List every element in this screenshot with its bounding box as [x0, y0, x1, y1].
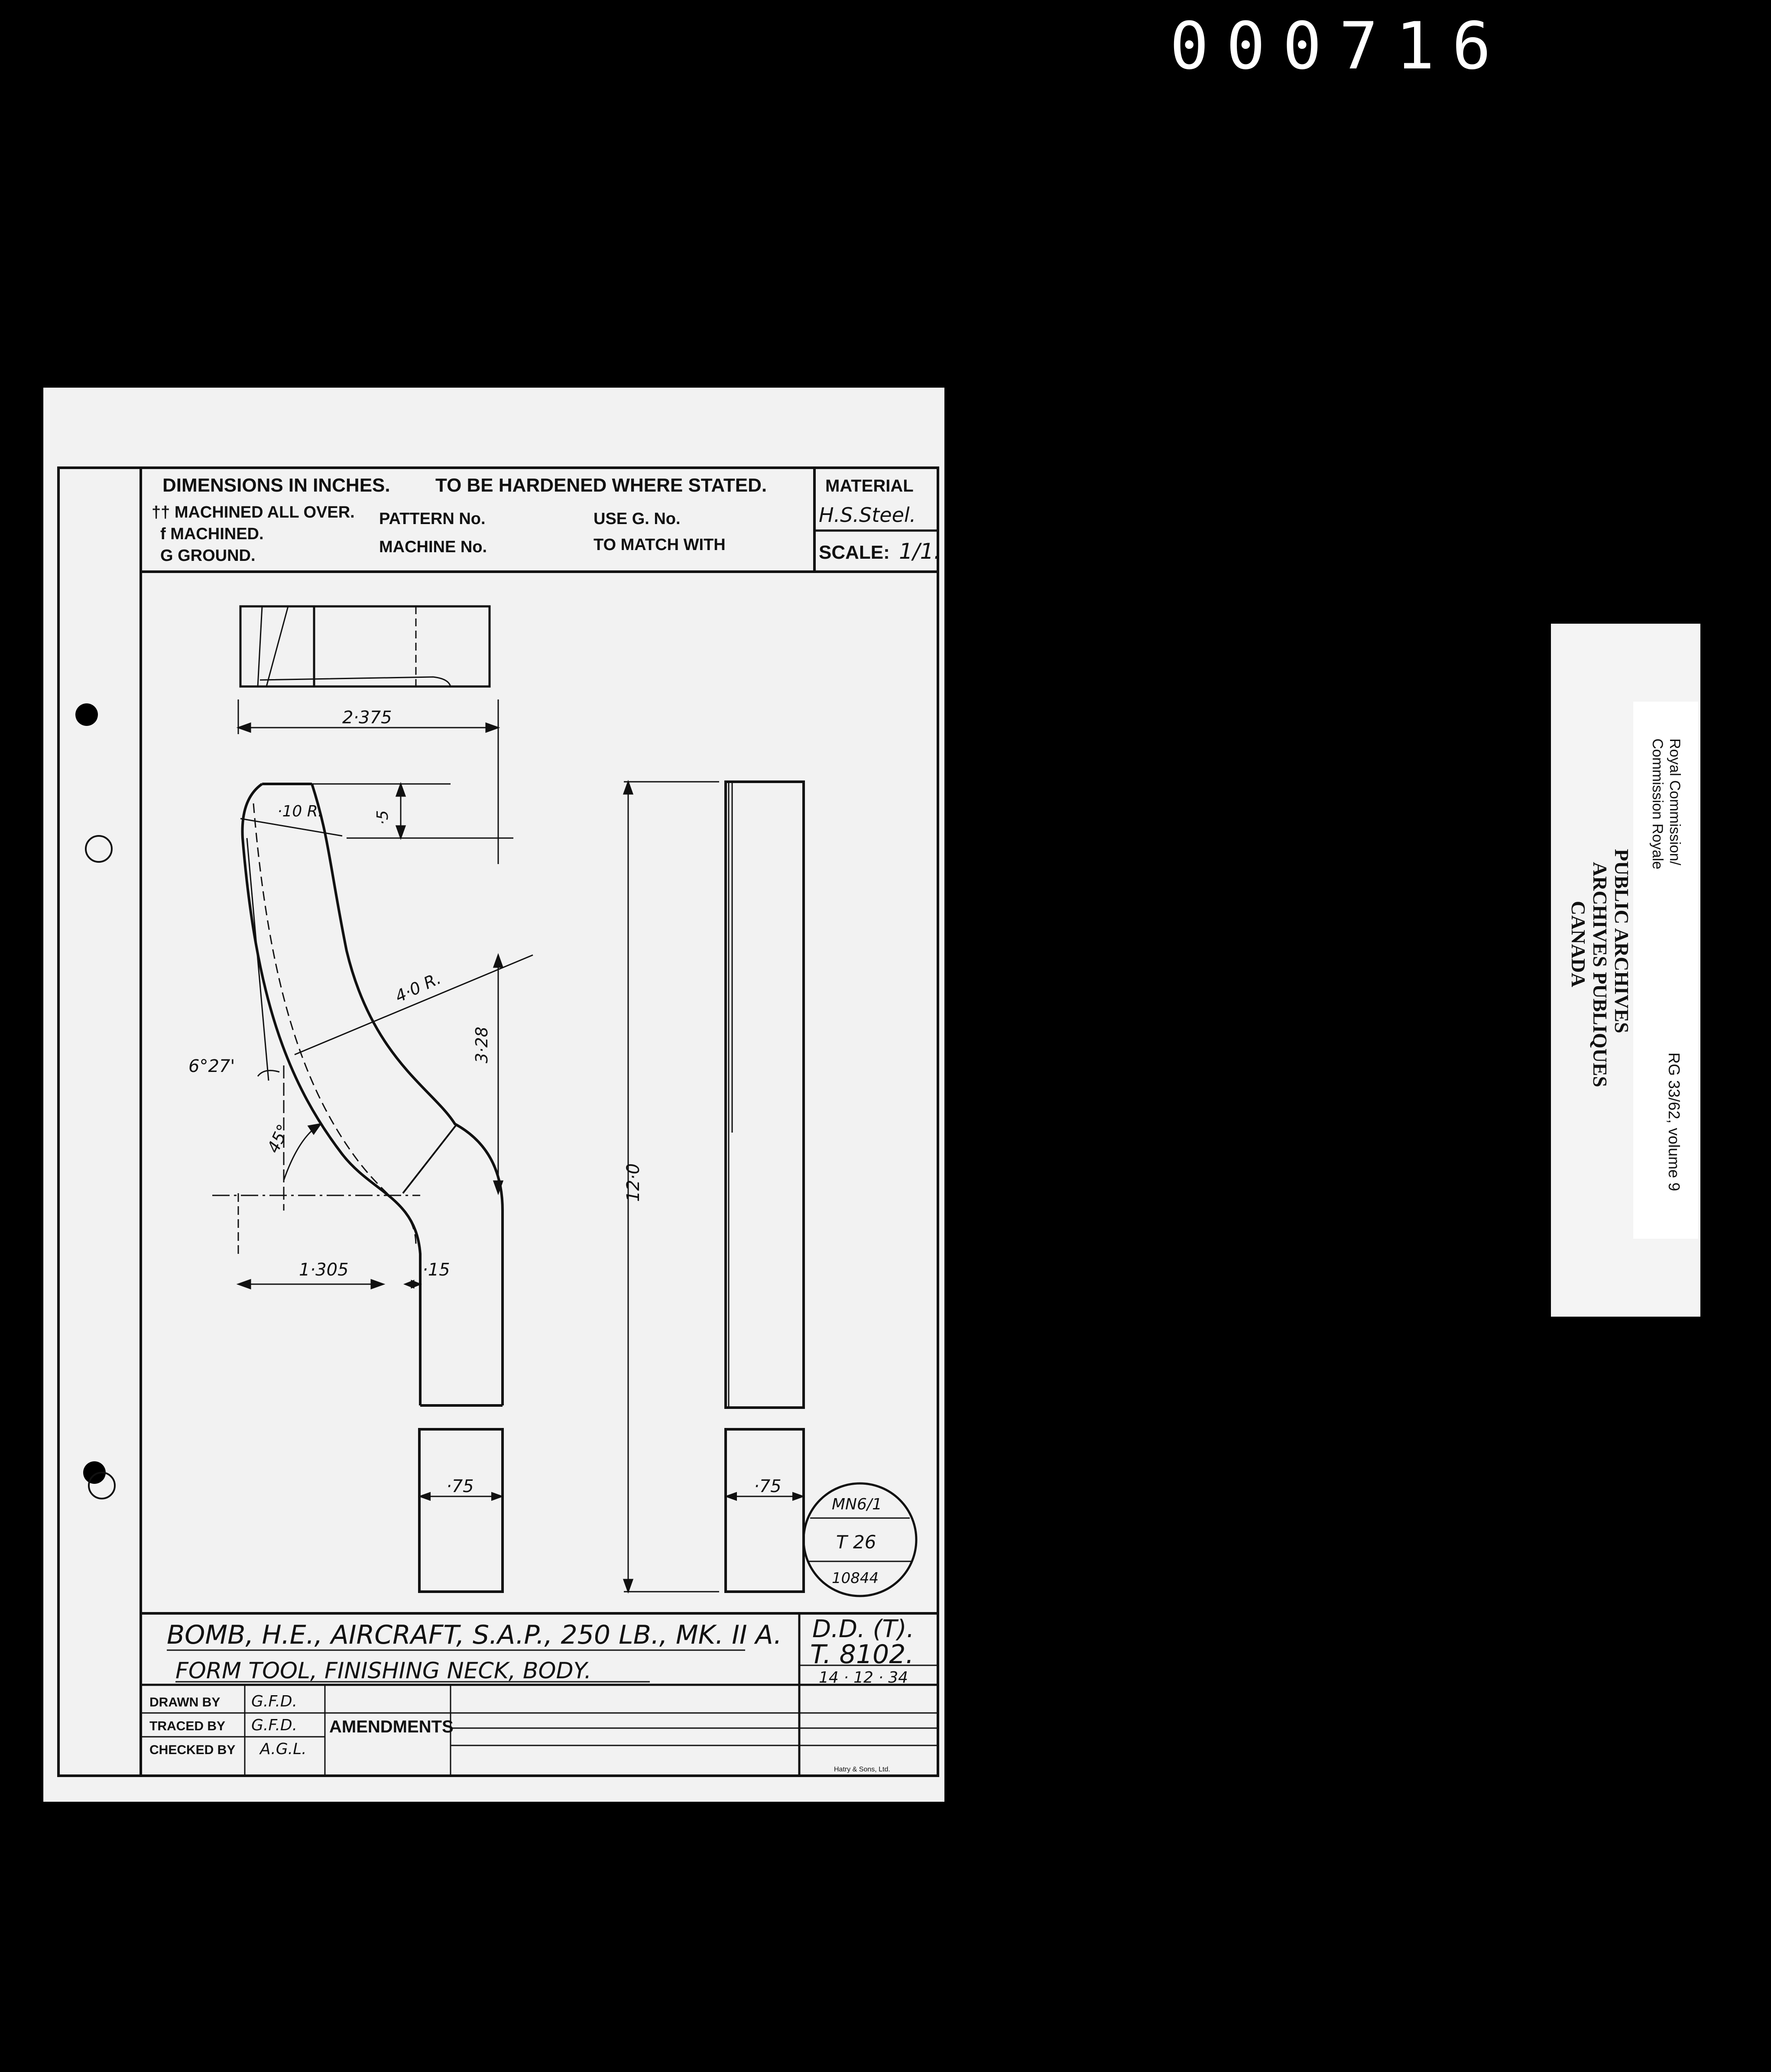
side-view: [724, 780, 805, 1593]
dim-328: [493, 953, 504, 1195]
frame-number: 000716: [1170, 9, 1508, 84]
checked-by-label: CHECKED BY: [149, 1743, 235, 1757]
top-view: [239, 605, 491, 688]
engineering-drawing: DIMENSIONS IN INCHES. TO BE HARDENED WHE…: [57, 466, 941, 1777]
scale-value: 1/1.: [899, 539, 941, 564]
to-match-with-label: TO MATCH WITH: [594, 536, 726, 554]
machined-note: f MACHINED.: [160, 525, 264, 543]
archives-publiques: ARCHIVES PUBLIQUES: [1589, 862, 1611, 1088]
dim-offset-left: 1·305: [299, 1260, 349, 1280]
stamp-line-3: 10844: [832, 1570, 879, 1587]
dim-1305: [236, 1193, 422, 1290]
archive-label-inner: [1633, 702, 1698, 1239]
dim-height-top: ·5: [374, 810, 392, 825]
printer-imprint: Hatry & Sons, Ltd.: [834, 1766, 890, 1773]
pattern-no-label: PATTERN No.: [379, 510, 486, 528]
title-line-2: FORM TOOL, FINISHING NECK, BODY.: [175, 1658, 591, 1684]
dim-angle-45: [212, 1065, 420, 1211]
dd-label: D.D. (T).: [812, 1615, 914, 1643]
use-g-no-label: USE G. No.: [594, 510, 681, 528]
traced-by-label: TRACED BY: [149, 1719, 225, 1733]
outer-border: [57, 466, 939, 1777]
dim-angle-small: [246, 838, 280, 1081]
drawing-sheet: DIMENSIONS IN INCHES. TO BE HARDENED WHE…: [43, 388, 944, 1802]
dim-width-front: ·75: [446, 1476, 474, 1496]
stamp-line-2: T 26: [836, 1531, 876, 1553]
hardened-note: TO BE HARDENED WHERE STATED.: [435, 475, 767, 496]
dim-05: [240, 782, 513, 840]
punch-hole-filled: [83, 1461, 106, 1484]
machine-no-label: MACHINE No.: [379, 538, 487, 556]
commission-fr: Commission Royale: [1649, 738, 1666, 870]
dim-angle-45-text: 45°: [263, 1121, 293, 1156]
drawing-number: T. 8102.: [810, 1639, 914, 1670]
punch-hole-filled: [75, 703, 98, 726]
dim-thickness: ·15: [422, 1260, 450, 1280]
drawing-date: 14 · 12 · 34: [819, 1669, 908, 1687]
dim-radius-small: ·10 R.: [277, 803, 323, 820]
commission-en: Royal Commission/: [1667, 738, 1683, 865]
stamp-line-1: MN6/1: [832, 1496, 882, 1513]
archive-reference: RG 33/62, volume 9: [1665, 1052, 1683, 1191]
canada: CANADA: [1567, 901, 1589, 987]
public-archives: PUBLIC ARCHIVES: [1611, 849, 1633, 1033]
profile-view: [241, 783, 504, 1407]
amendments-label: AMENDMENTS: [329, 1717, 454, 1736]
dim-radius-large: 4·0 R.: [392, 968, 444, 1006]
dimensions-note: DIMENSIONS IN INCHES.: [162, 475, 390, 496]
machined-all-over-note: †† MACHINED ALL OVER.: [152, 503, 355, 521]
checked-by-value: A.G.L.: [259, 1740, 307, 1758]
material-label: MATERIAL: [825, 476, 914, 495]
dim-120: [623, 780, 719, 1594]
traced-by-value: G.F.D.: [251, 1716, 297, 1734]
title-line-1: BOMB, H.E., AIRCRAFT, S.A.P., 250 LB., M…: [167, 1620, 782, 1650]
punch-hole-empty: [85, 835, 113, 863]
ground-note: G GROUND.: [160, 547, 256, 565]
dim-width-top: 2·375: [342, 708, 392, 728]
dim-40r: [294, 954, 533, 1055]
shank-front: [418, 1428, 504, 1593]
scale-label: SCALE:: [819, 542, 890, 563]
dim-width-side: ·75: [754, 1476, 782, 1496]
punch-hole-empty: [88, 1472, 116, 1499]
dim-overall-length: 12·0: [623, 1163, 643, 1202]
drawn-by-label: DRAWN BY: [149, 1695, 220, 1709]
dim-angle-small-text: 6°27': [188, 1056, 235, 1076]
drawn-by-value: G.F.D.: [251, 1693, 297, 1710]
drawing-stamp: [802, 1482, 918, 1597]
material-value: H.S.Steel.: [819, 503, 916, 527]
dim-height-curve: 3·28: [472, 1026, 491, 1063]
dim-2375: [236, 699, 500, 864]
